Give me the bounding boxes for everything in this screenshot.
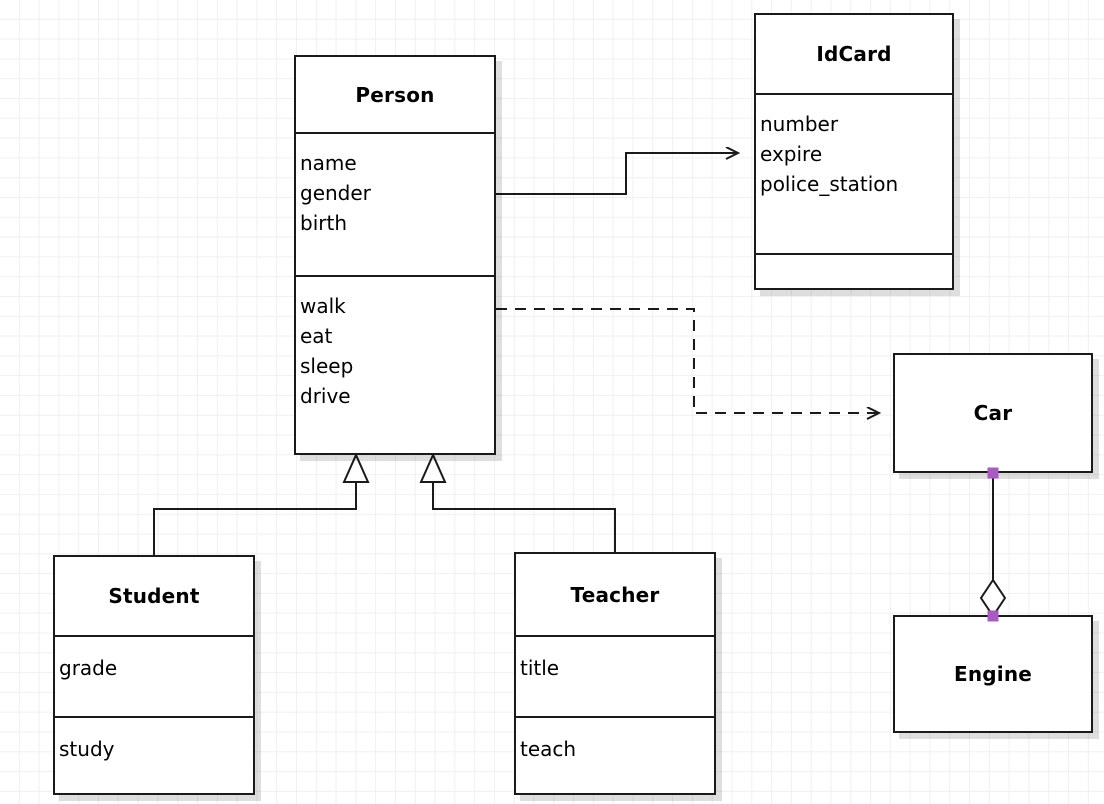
class-box-teacher[interactable]: Teacher title teach [514,552,716,795]
class-attributes-person: name gender birth [296,132,494,275]
attribute-item: gender [300,181,371,205]
edge-person-car[interactable] [496,308,879,413]
edge-person-idcard[interactable] [496,153,738,195]
class-title-student: Student [108,584,200,608]
class-box-engine[interactable]: Engine [893,615,1093,733]
method-item: study [59,737,115,761]
attribute-item: police_station [760,172,899,196]
attribute-item: name [300,151,357,175]
class-title-engine: Engine [953,662,1033,686]
attribute-item: number [760,112,839,136]
method-item: eat [300,324,333,348]
generalization-triangle-teacher [419,452,447,483]
class-methods-person: walk eat sleep drive [296,275,494,453]
method-item: sleep [300,354,354,378]
edge-handle-engine-end[interactable] [987,610,999,622]
class-title-car: Car [973,401,1013,425]
class-attributes-teacher: title [516,635,714,716]
class-box-person[interactable]: Person name gender birth walk eat sleep … [294,55,496,455]
class-attributes-student: grade [55,635,253,716]
class-title-person: Person [355,82,435,107]
generalization-triangle-student [342,452,370,483]
class-methods-idcard [756,253,952,288]
class-box-idcard[interactable]: IdCard number expire police_station [754,13,954,290]
class-methods-teacher: teach [516,716,714,793]
class-methods-student: study [55,716,253,793]
class-box-student[interactable]: Student grade study [53,555,255,795]
class-title-teacher: Teacher [570,582,660,607]
attribute-item: expire [760,142,823,166]
edge-teacher-person[interactable] [419,452,616,552]
edge-car-engine[interactable] [979,473,1007,618]
class-title-idcard: IdCard [816,42,892,66]
class-box-car[interactable]: Car [893,353,1093,473]
class-attributes-idcard: number expire police_station [756,93,952,253]
method-item: walk [300,294,346,318]
edge-handle-car-end[interactable] [987,467,999,479]
method-item: teach [520,737,577,761]
attribute-item: birth [300,211,347,235]
attribute-item: title [520,656,560,680]
method-item: drive [300,384,351,408]
edge-student-person[interactable] [153,452,370,555]
attribute-item: grade [59,656,118,680]
